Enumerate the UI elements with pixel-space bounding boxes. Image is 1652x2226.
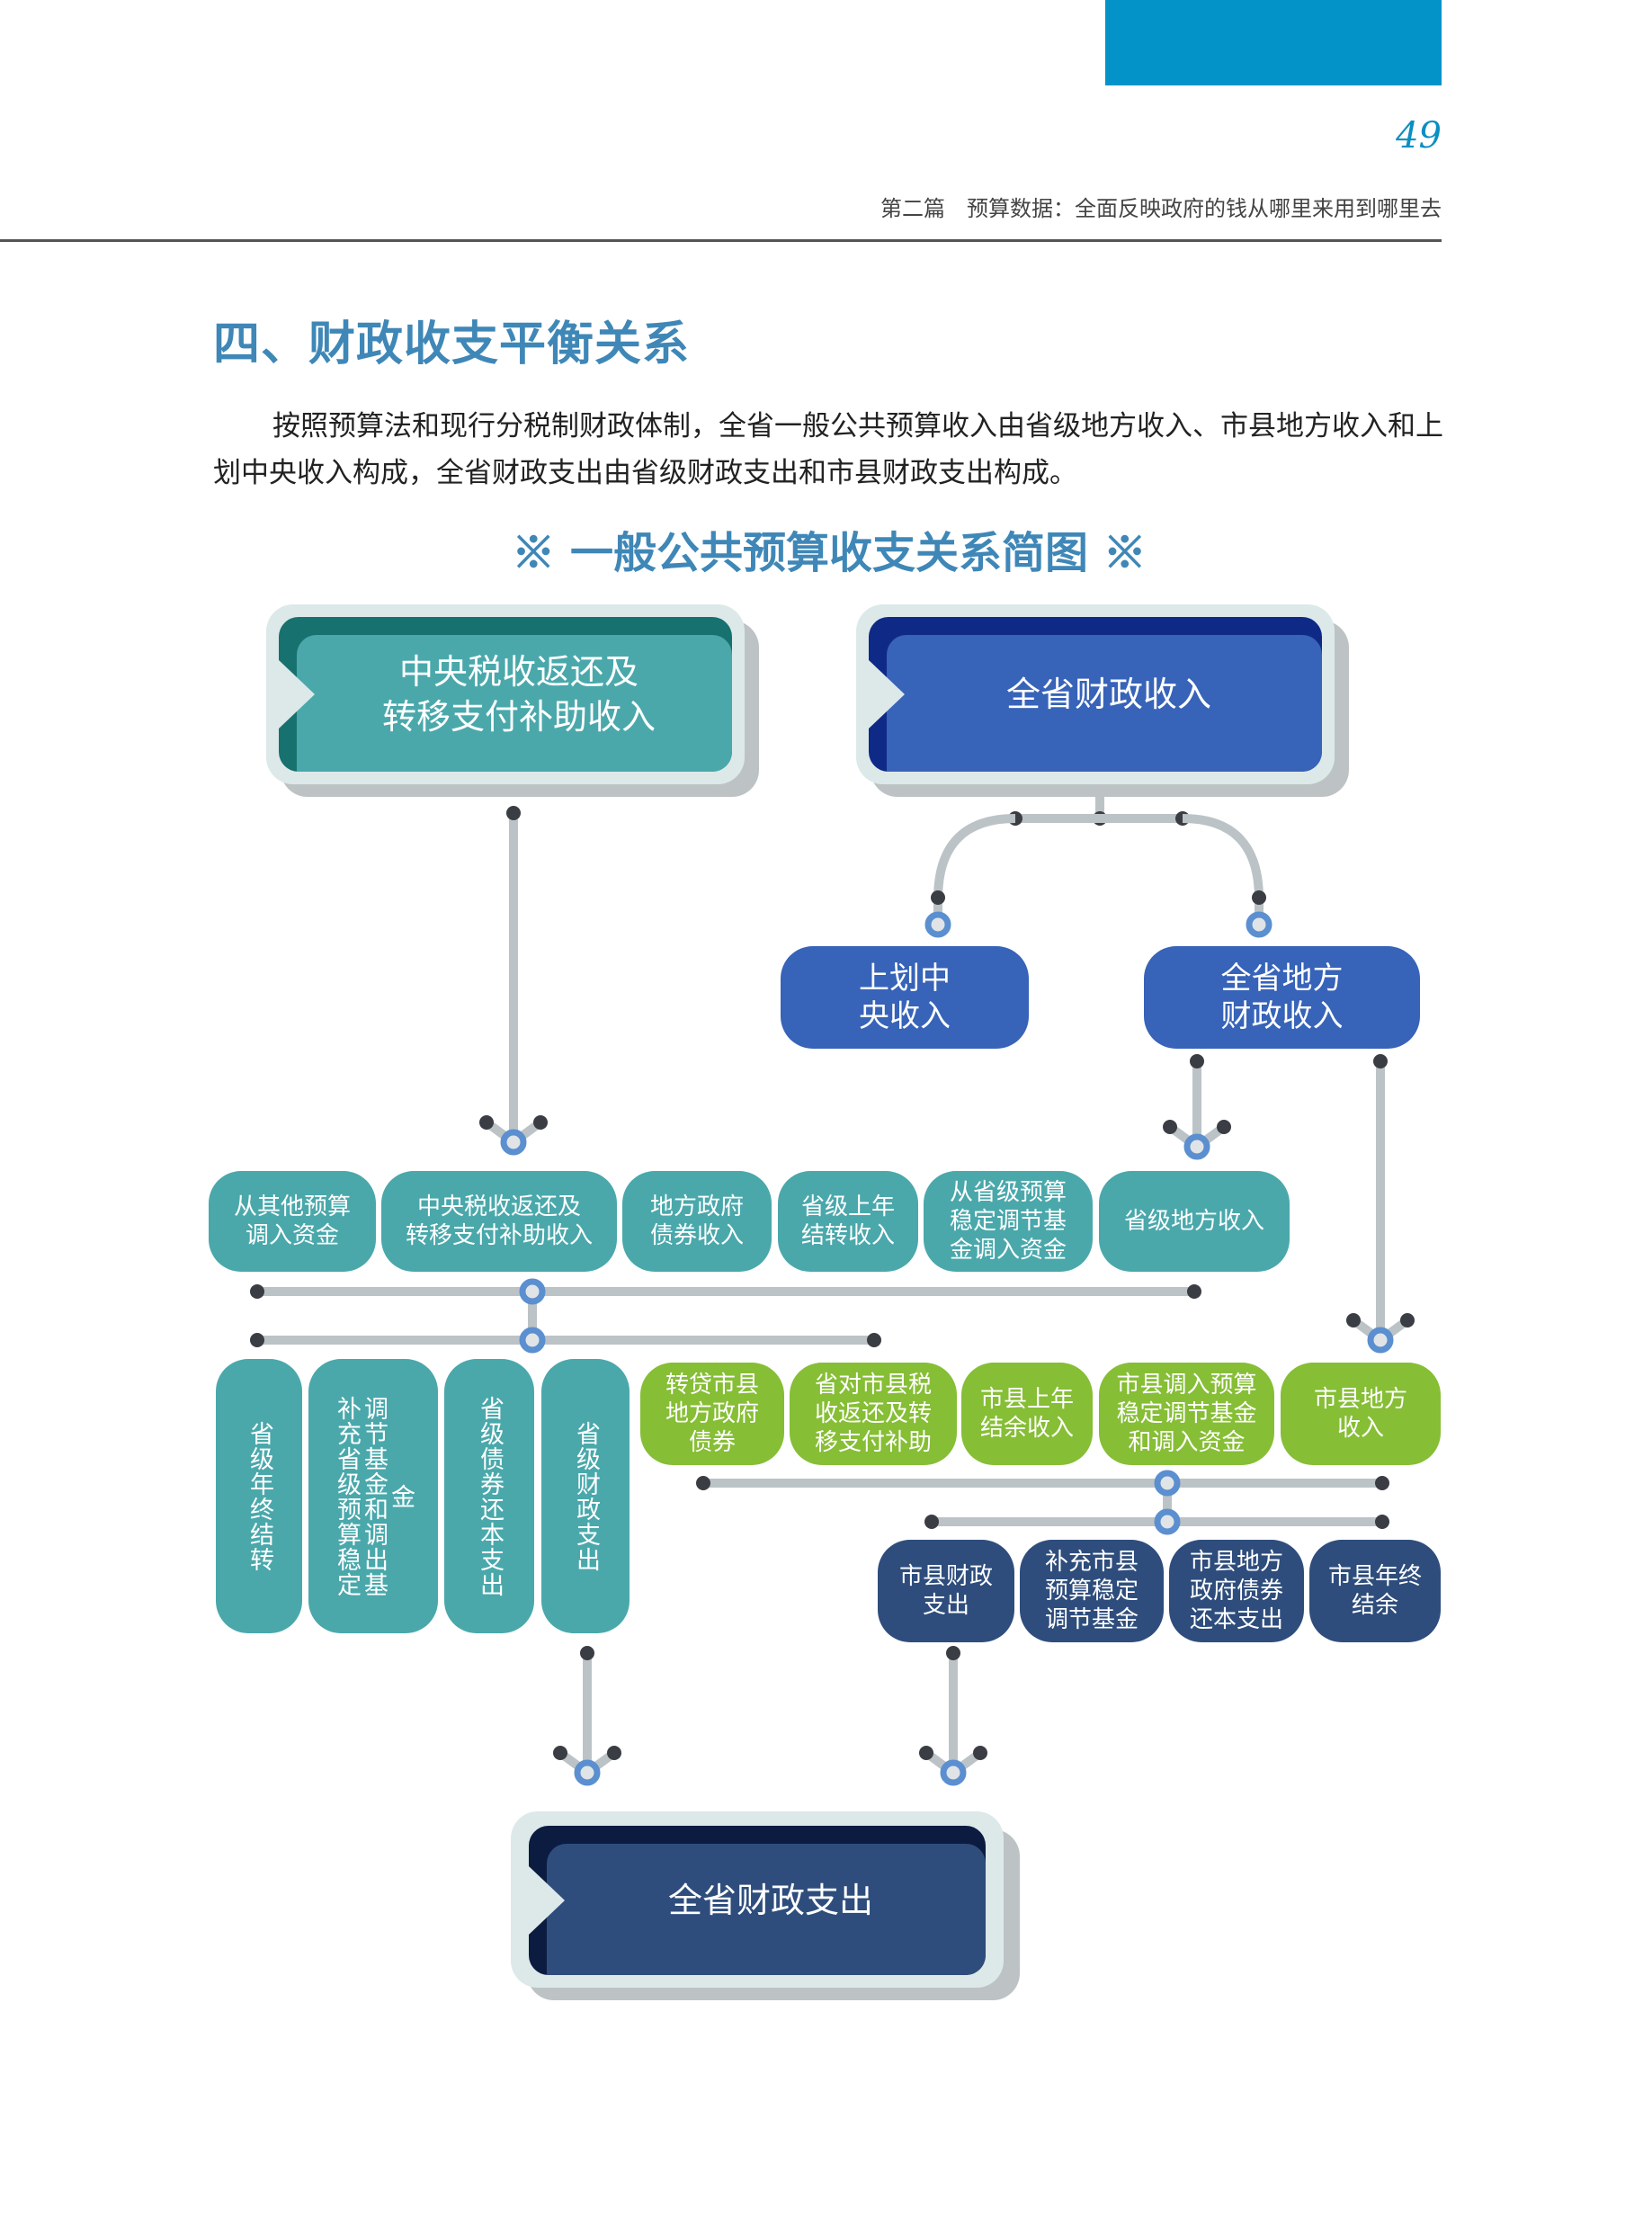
- total-expenditure-box: 全省财政支出: [529, 1826, 986, 1975]
- provincial-source-item: 从省级预算 稳定调节基 金调入资金: [924, 1171, 1093, 1272]
- junction-dot: [1187, 1284, 1201, 1299]
- node-ring-icon: [519, 1278, 546, 1305]
- county-source-item: 市县上年 结余收入: [961, 1363, 1093, 1465]
- provincial-use-item: 省级财政支出: [541, 1359, 630, 1633]
- local-revenue-box: 全省地方 财政收入: [1144, 946, 1420, 1049]
- junction-dot: [533, 1115, 548, 1130]
- junction-dot: [1346, 1313, 1361, 1328]
- total-revenue-label: 全省财政收入: [1005, 675, 1211, 714]
- junction-dot: [250, 1333, 264, 1347]
- section-title: 四、财政收支平衡关系: [213, 317, 691, 371]
- junction-dot: [1375, 1515, 1389, 1529]
- junction-dot: [1375, 1476, 1389, 1490]
- total-expenditure-label: 全省财政支出: [667, 1881, 873, 1920]
- arrow-notch-icon: [869, 660, 905, 729]
- junction-dot: [580, 1646, 594, 1660]
- provincial-source-item: 从其他预算 调入资金: [209, 1171, 376, 1272]
- junction-dot: [867, 1333, 881, 1347]
- arrow-notch-icon: [529, 1866, 565, 1935]
- node-ring-icon: [1154, 1470, 1181, 1497]
- to-central-box: 上划中 央收入: [781, 946, 1029, 1049]
- junction-dot: [946, 1646, 960, 1660]
- provincial-source-item: 省级地方收入: [1099, 1171, 1290, 1272]
- intro-paragraph: 按照预算法和现行分税制财政体制，全省一般公共预算收入由省级地方收入、市县地方收入…: [213, 410, 1443, 489]
- junction-dot: [1373, 1054, 1388, 1068]
- junction-dot: [1252, 890, 1266, 905]
- connector-curve: [933, 814, 1016, 925]
- junction-dot: [1190, 1054, 1204, 1068]
- provincial-source-item: 中央税收返还及 转移支付补助收入: [381, 1171, 617, 1272]
- junction-dot: [919, 1746, 933, 1760]
- node-ring-icon: [500, 1129, 527, 1156]
- county-source-item: 市县地方 收入: [1281, 1363, 1441, 1465]
- county-source-item: 省对市县税 收返还及转 移支付补助: [790, 1363, 957, 1465]
- junction-dot: [924, 1515, 939, 1529]
- header-divider: [0, 239, 1442, 242]
- county-use-item: 市县年终 结余: [1309, 1540, 1441, 1642]
- node-ring-icon: [519, 1327, 546, 1354]
- provincial-use-item: 省级年终结转: [216, 1359, 302, 1633]
- provincial-source-item: 地方政府 债券收入: [622, 1171, 772, 1272]
- diagram-title: ※ 一般公共预算收支关系简图 ※: [512, 528, 1147, 578]
- junction-dot: [931, 890, 945, 905]
- county-source-item: 转贷市县 地方政府 债券: [640, 1363, 784, 1465]
- junction-dot: [1163, 1120, 1177, 1134]
- provincial-use-item: 补充省级预算稳定调节基金和调出基金: [308, 1359, 438, 1633]
- county-use-item: 市县财政 支出: [878, 1540, 1014, 1642]
- county-use-item: 补充市县 预算稳定 调节基金: [1020, 1540, 1164, 1642]
- central-transfer-label: 中央税收返还及 转移支付补助收入: [381, 652, 656, 737]
- junction-dot: [1400, 1313, 1415, 1328]
- junction-dot: [1217, 1120, 1231, 1134]
- node-ring-icon: [940, 1759, 967, 1786]
- node-ring-icon: [1154, 1508, 1181, 1535]
- junction-dot: [250, 1284, 264, 1299]
- node-ring-icon: [924, 911, 951, 938]
- junction-dot: [553, 1746, 567, 1760]
- total-revenue-box: 全省财政收入: [869, 617, 1322, 772]
- node-ring-icon: [1183, 1133, 1210, 1160]
- arrow-notch-icon: [279, 660, 315, 729]
- running-title: 第二篇 预算数据：全面反映政府的钱从哪里来用到哪里去: [880, 196, 1442, 221]
- provincial-use-item: 省级债券还本支出: [444, 1359, 534, 1633]
- junction-dot: [506, 806, 521, 820]
- node-ring-icon: [1246, 911, 1272, 938]
- header-accent-bar: [1105, 0, 1442, 85]
- county-source-item: 市县调入预算 稳定调节基金 和调入资金: [1099, 1363, 1274, 1465]
- node-ring-icon: [1367, 1327, 1394, 1354]
- junction-dot: [973, 1746, 987, 1760]
- provincial-source-item: 省级上年 结转收入: [778, 1171, 918, 1272]
- page-number: 49: [1396, 115, 1442, 156]
- connector-curve: [1182, 814, 1264, 925]
- junction-dot: [696, 1476, 710, 1490]
- junction-dot: [479, 1115, 494, 1130]
- county-use-item: 市县地方 政府债券 还本支出: [1169, 1540, 1304, 1642]
- central-transfer-box: 中央税收返还及 转移支付补助收入: [279, 617, 732, 772]
- junction-dot: [607, 1746, 621, 1760]
- node-ring-icon: [574, 1759, 601, 1786]
